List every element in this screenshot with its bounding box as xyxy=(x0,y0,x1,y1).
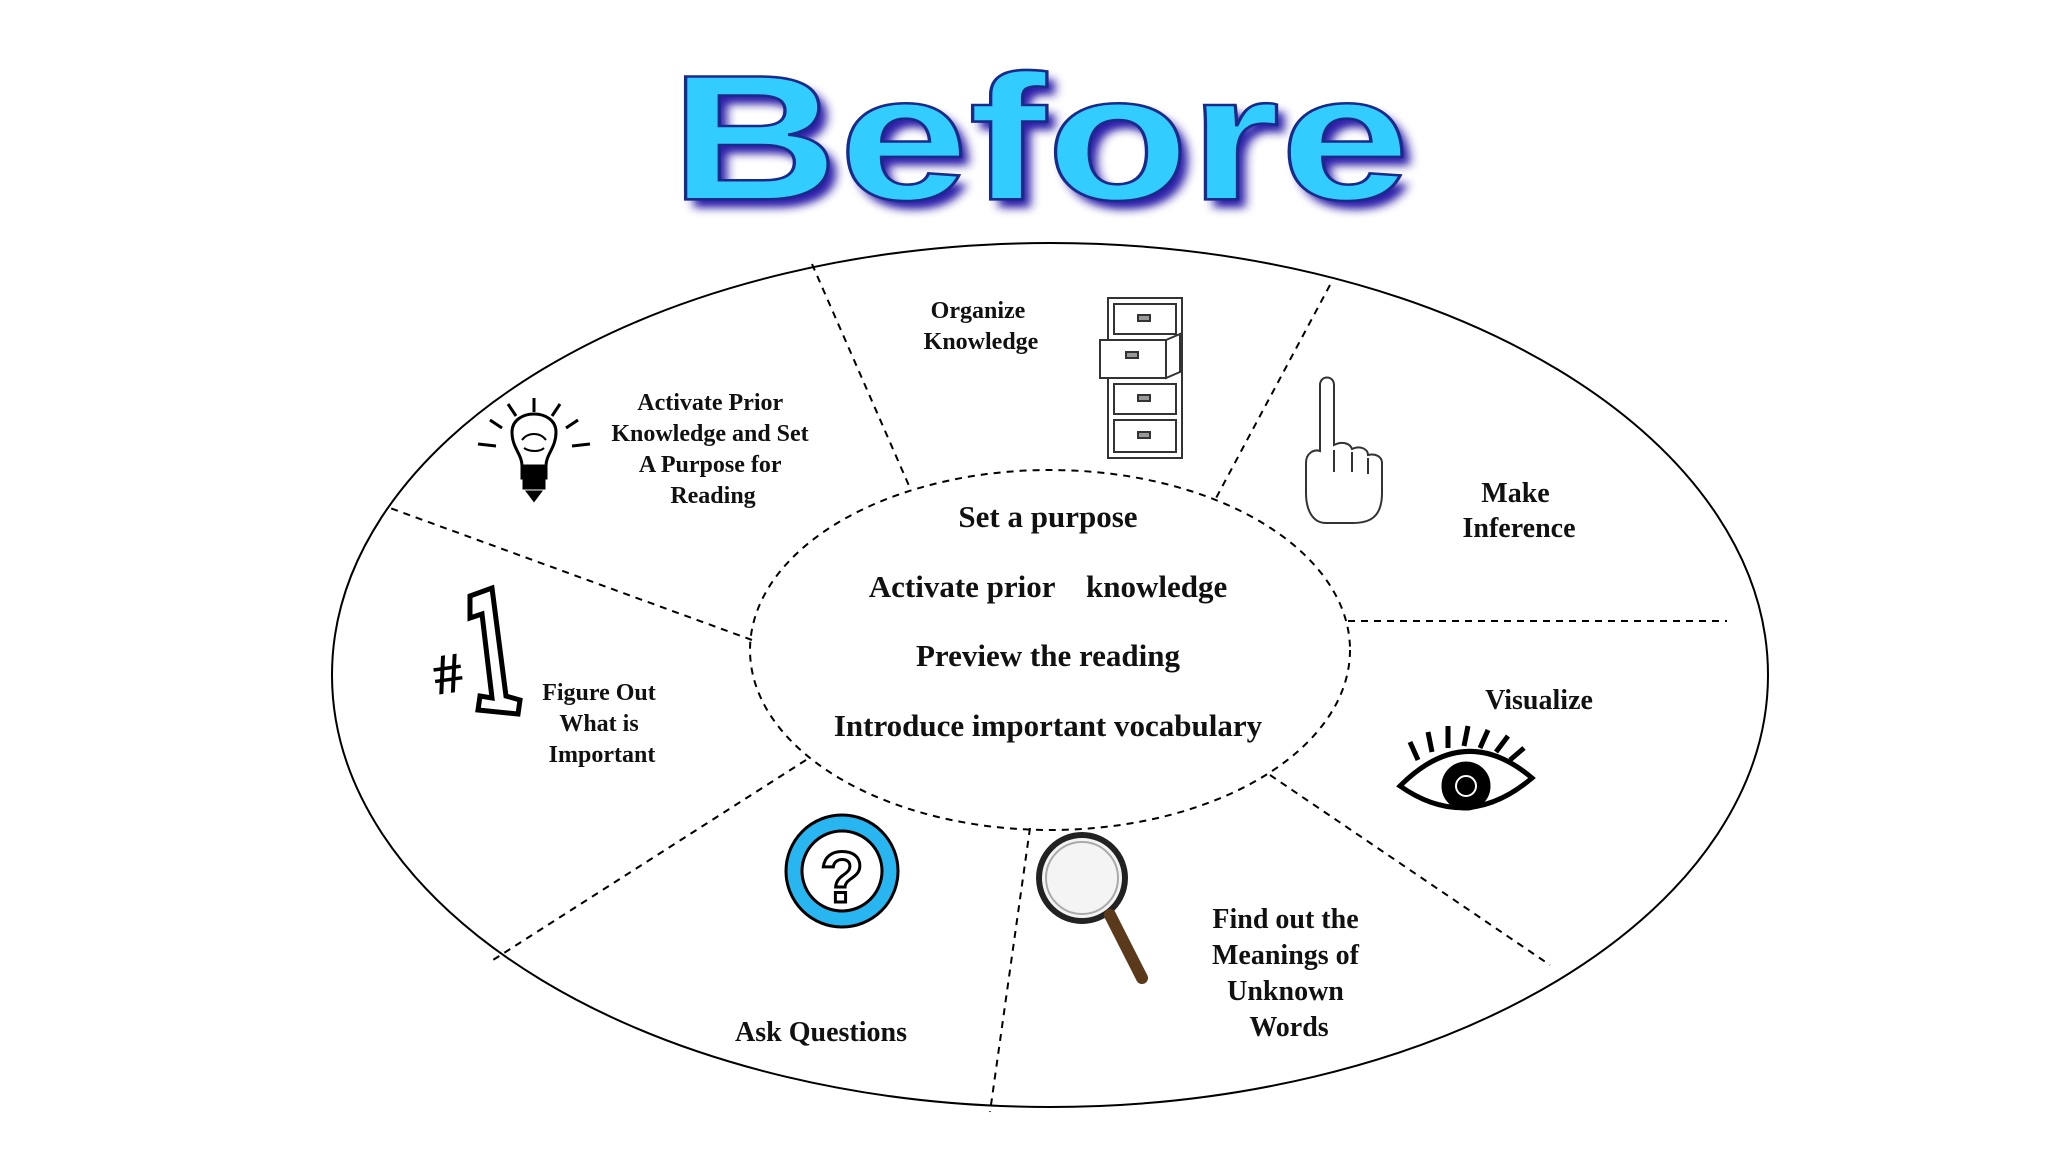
segment-dividers xyxy=(389,263,1727,1113)
label-inference: Make Inference xyxy=(1463,478,1576,544)
label-meanings-line: Meanings of xyxy=(1212,940,1360,971)
center-line-3: Preview the reading xyxy=(916,638,1181,673)
label-important-line: What is xyxy=(559,711,638,737)
label-questions: Ask Questions xyxy=(735,1017,907,1048)
label-activate-line: Activate Prior xyxy=(637,390,783,416)
file-cabinet-icon xyxy=(1099,297,1183,459)
center-ellipse xyxy=(749,469,1351,831)
label-questions-line: Ask Questions xyxy=(735,1017,907,1048)
center-text: Set a purpose Activate prior knowledge P… xyxy=(834,499,1263,743)
label-activate-line: Knowledge and Set xyxy=(611,421,808,447)
label-activate-line: A Purpose for xyxy=(639,452,782,478)
magnifying-glass-icon xyxy=(1036,832,1148,984)
title-wordart: Before Before xyxy=(669,38,1418,247)
divider-6 xyxy=(492,759,807,961)
center-line-4: Introduce important vocabulary xyxy=(834,708,1263,743)
divider-2 xyxy=(1214,284,1331,501)
eye-icon xyxy=(1396,725,1536,811)
svg-text:#: # xyxy=(429,639,467,707)
title-shadow: Before xyxy=(678,48,1418,247)
label-important-line: Figure Out xyxy=(542,680,656,706)
divider-1 xyxy=(811,263,911,489)
label-visualize-line: Visualize xyxy=(1485,685,1593,716)
label-meanings-line: Unknown xyxy=(1227,976,1344,1007)
number-one-icon: # xyxy=(429,584,523,717)
label-inference-line: Make xyxy=(1481,478,1549,509)
outer-ellipse xyxy=(331,242,1769,1108)
label-activate: Activate Prior Knowledge and Set A Purpo… xyxy=(611,390,814,509)
segment-labels: Activate Prior Knowledge and Set A Purpo… xyxy=(542,298,1593,1048)
title-text: Before xyxy=(670,39,1410,238)
pointing-hand-icon xyxy=(1305,376,1383,524)
label-meanings-line: Words xyxy=(1249,1012,1328,1043)
divider-4 xyxy=(1269,774,1551,966)
center-line-1: Set a purpose xyxy=(958,499,1137,534)
label-visualize: Visualize xyxy=(1485,685,1593,716)
divider-7 xyxy=(389,507,753,641)
label-activate-line: Reading xyxy=(670,483,755,509)
label-important: Figure Out What is Important xyxy=(542,680,662,768)
label-meanings: Find out the Meanings of Unknown Words xyxy=(1212,904,1366,1043)
center-line-2: Activate prior knowledge xyxy=(869,569,1227,604)
lightbulb-icon xyxy=(477,398,591,503)
label-organize-line: Knowledge xyxy=(924,329,1039,355)
divider-5 xyxy=(989,827,1031,1113)
label-meanings-line: Find out the xyxy=(1212,904,1358,935)
label-organize: Organize Knowledge xyxy=(924,298,1039,355)
question-mark-icon: ? xyxy=(784,813,900,929)
label-organize-line: Organize xyxy=(931,298,1026,324)
label-important-line: Important xyxy=(549,742,656,768)
svg-text:?: ? xyxy=(820,838,864,918)
label-inference-line: Inference xyxy=(1463,513,1576,544)
